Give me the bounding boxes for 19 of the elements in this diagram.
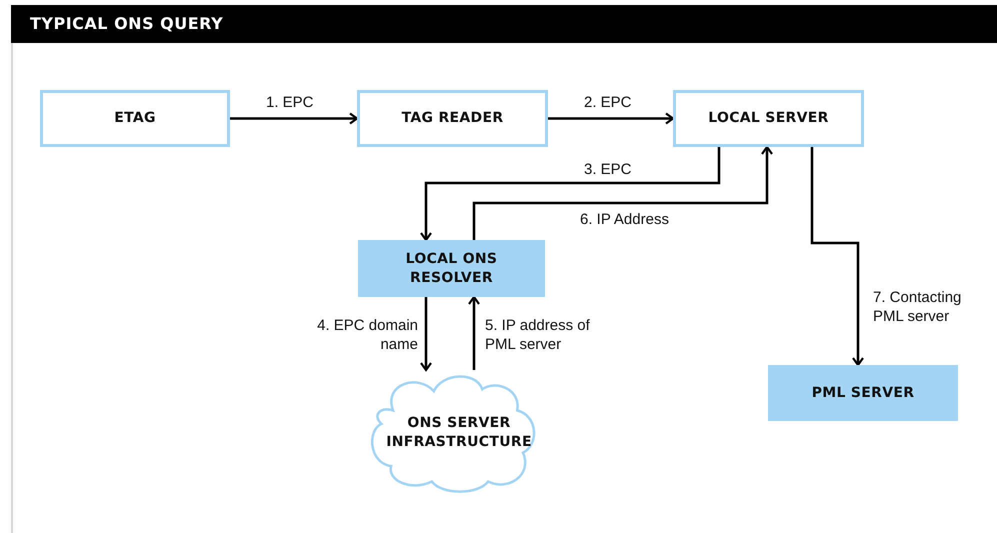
arrow bbox=[420, 147, 720, 242]
arrow bbox=[810, 147, 864, 366]
node-label: PML SERVER bbox=[812, 384, 914, 402]
arrow bbox=[420, 297, 432, 372]
node-label: LOCAL SERVER bbox=[708, 109, 829, 128]
node-label: ETAG bbox=[114, 109, 156, 128]
arrow bbox=[472, 146, 774, 240]
title: TYPICAL ONS QUERY bbox=[30, 13, 224, 35]
server-box bbox=[358, 240, 545, 297]
process-box bbox=[40, 90, 230, 147]
arrow bbox=[230, 112, 358, 125]
process-box bbox=[673, 90, 864, 147]
server-box bbox=[768, 365, 958, 421]
arrow bbox=[468, 296, 480, 370]
process-box bbox=[357, 90, 548, 147]
arrow bbox=[548, 112, 674, 125]
node-label: LOCAL ONS RESOLVER bbox=[404, 250, 498, 288]
node-label: ONS SERVER INFRASTRUCTURE bbox=[385, 414, 533, 452]
node-label: TAG READER bbox=[402, 109, 504, 128]
